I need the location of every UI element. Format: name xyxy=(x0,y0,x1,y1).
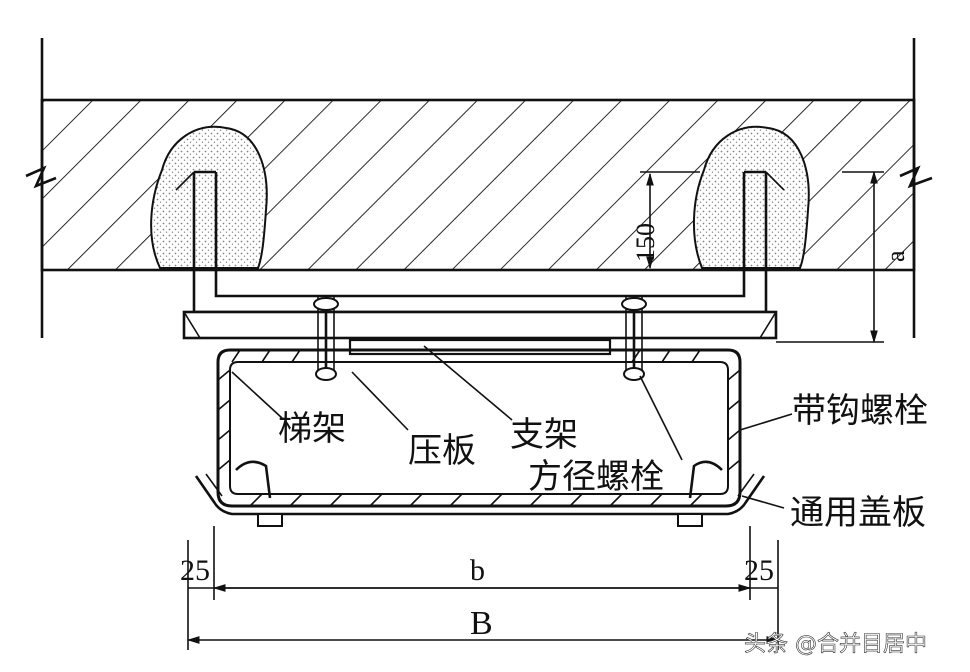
grout-pocket-left xyxy=(150,125,268,269)
pressure-plate xyxy=(348,338,612,356)
dimension-a: a xyxy=(776,170,910,344)
label-square-neck-bolt: 方径螺栓 xyxy=(528,458,664,496)
dimension-a-text: a xyxy=(881,250,910,262)
square-neck-bolt-left xyxy=(313,296,339,381)
hook-bolt-right xyxy=(677,460,723,527)
leader-lines xyxy=(231,345,793,509)
watermark: 头条 @合并目居中 xyxy=(744,632,927,657)
label-universal-cover: 通用盖板 xyxy=(790,494,926,532)
grout-pocket-right xyxy=(692,125,810,269)
label-ladder-tray: 梯架 xyxy=(278,410,346,448)
dimension-b: b xyxy=(470,554,485,587)
label-pressure-plate: 压板 xyxy=(408,432,476,470)
label-bracket: 支架 xyxy=(510,416,578,454)
dimension-left-25: 25 xyxy=(180,554,210,587)
dimension-B: B xyxy=(470,605,493,642)
dimension-150: 150 xyxy=(631,171,700,270)
dimension-150-text: 150 xyxy=(631,223,660,262)
support-bracket xyxy=(175,170,785,340)
hook-bolt-left xyxy=(235,460,283,527)
dimension-lines-bottom xyxy=(186,526,780,650)
universal-cover-plate xyxy=(194,473,766,516)
ladder-tray xyxy=(216,348,742,508)
square-neck-bolt-right xyxy=(621,296,647,381)
label-hook-bolt: 带钩螺栓 xyxy=(792,392,928,430)
dimension-right-25: 25 xyxy=(744,554,774,587)
